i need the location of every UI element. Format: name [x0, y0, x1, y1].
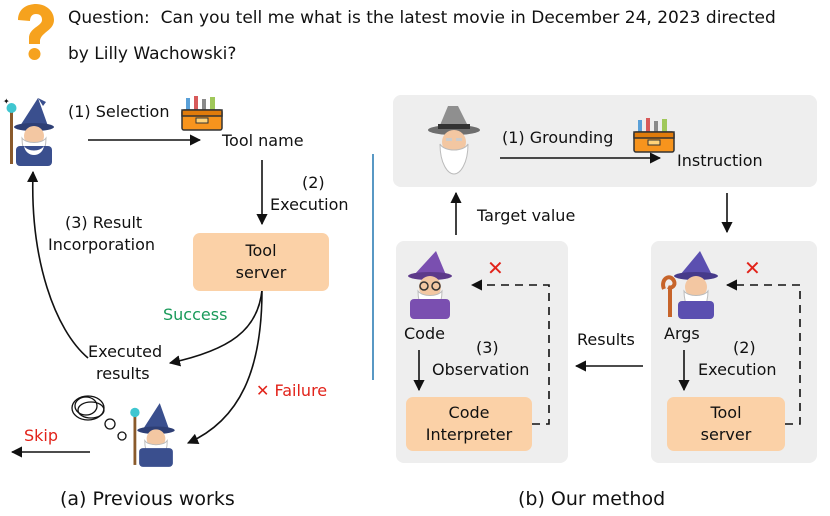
tool-server-right-line-2: server	[700, 425, 752, 444]
selection-label: (1) Selection	[68, 102, 170, 121]
failure-marker: ✕ Failure	[256, 381, 327, 400]
target-value-label: Target value	[477, 206, 576, 225]
observation-label: Observation	[432, 360, 530, 379]
code-wizard-icon	[408, 251, 452, 319]
question-line-1: Question: Can you tell me what is the la…	[68, 8, 776, 28]
executed-line-1: Executed	[88, 342, 163, 361]
caption-ours: (b) Our method	[518, 488, 666, 510]
tool-server-box-left: Tool server	[193, 233, 329, 291]
tool-server-box-right: Tool server	[667, 397, 785, 451]
incorporation-label: Incorporation	[48, 235, 155, 254]
svg-text:✦: ✦	[3, 97, 10, 106]
code-interpreter-box: Code Interpreter	[406, 397, 532, 451]
instruction-label: Instruction	[677, 151, 763, 170]
failure-label: Failure	[274, 381, 328, 400]
question-text-1: Can you tell me what is the latest movie…	[160, 8, 776, 28]
observation-number: (3)	[476, 338, 499, 357]
tool-server-right-line-1: Tool	[710, 403, 742, 422]
failure-x-icon: ✕	[744, 256, 761, 280]
result-number-label: (3) Result	[65, 213, 143, 232]
results-label: Results	[577, 330, 635, 349]
code-retry-loop	[470, 279, 550, 425]
code-interpreter-line-2: Interpreter	[425, 425, 513, 444]
executed-line-2: results	[96, 364, 150, 383]
tool-server-line-2: server	[235, 263, 287, 282]
success-arrow	[168, 289, 263, 367]
args-wizard-icon	[661, 251, 718, 319]
args-retry-loop	[725, 279, 801, 425]
args-label: Args	[664, 324, 700, 343]
question-text-2: by Lilly Wachowski?	[68, 44, 237, 64]
failure-arrow	[186, 289, 263, 445]
question-label: Question:	[68, 8, 150, 28]
code-label: Code	[404, 324, 445, 343]
success-label: Success	[163, 305, 228, 324]
execution-number-right: (2)	[733, 338, 756, 357]
tool-server-line-1: Tool	[245, 241, 277, 260]
caption-previous: (a) Previous works	[60, 488, 235, 510]
execution-label-right: Execution	[698, 360, 777, 379]
grounding-label: (1) Grounding	[502, 128, 614, 147]
tool-name-label: Tool name	[222, 131, 304, 150]
skip-label: Skip	[24, 426, 59, 445]
wizard-icon: ✦	[3, 97, 54, 166]
toolbox-icon	[181, 96, 223, 131]
execution-number: (2)	[302, 173, 325, 192]
wizard-icon-failed	[130, 403, 175, 467]
failure-x-icon: ✕	[256, 381, 270, 400]
execution-label: Execution	[270, 195, 349, 214]
toolbox-icon	[633, 118, 675, 153]
scribble-icon	[71, 395, 127, 441]
thinker-icon	[428, 106, 480, 175]
failure-x-icon: ✕	[487, 256, 504, 280]
code-interpreter-line-1: Code	[448, 403, 490, 422]
incorporation-arrow	[27, 170, 89, 359]
question-icon	[18, 4, 54, 60]
